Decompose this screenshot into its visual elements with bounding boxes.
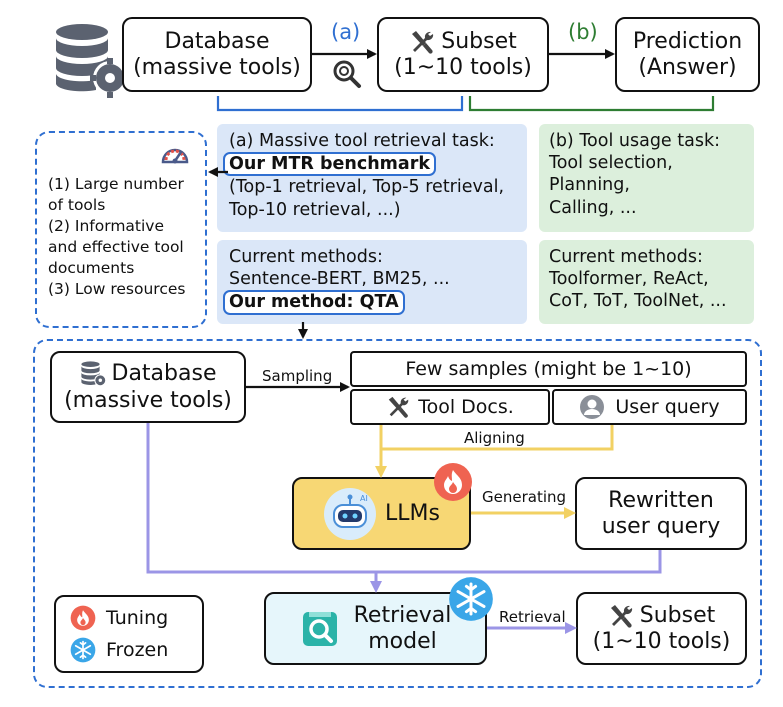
panel-b-methods: Current methods: Toolformer, ReAct, CoT,… (539, 240, 754, 324)
bottom-subset-subtitle: (1~10 tools) (592, 628, 731, 654)
magnifier-icon (332, 59, 362, 89)
top-database-title: Database (164, 28, 270, 54)
legend-tuning-label: Tuning (106, 606, 169, 629)
challenges-box (35, 131, 207, 328)
challenge-line: (1) Large number (48, 175, 184, 193)
top-subset-box: Subset (1~10 tools) (377, 17, 549, 92)
retrieval-model-label: Retrieval model (353, 602, 452, 654)
snowflake-icon (448, 576, 494, 622)
panel-a-methods-line: Sentence-BERT, BM25, ... (229, 269, 450, 290)
tools-icon (388, 396, 409, 418)
panel-b-title: (b) Tool usage task: (549, 131, 720, 151)
legend-frozen-label: Frozen (106, 638, 169, 661)
panel-b-methods-line: Toolformer, ReAct, (549, 269, 709, 290)
legend-frozen: Frozen (70, 637, 168, 663)
panel-b-methods-line: CoT, ToT, ToolNet, ... (549, 291, 727, 312)
tools-icon (412, 30, 434, 54)
tool-docs-box: Tool Docs. (350, 389, 550, 425)
panel-b-line: Planning, (549, 175, 630, 196)
llms-label: LLMs (385, 500, 440, 526)
fire-icon (433, 462, 473, 502)
panel-a-methods: Current methods: Sentence-BERT, BM25, ..… (217, 240, 527, 324)
challenges-list: (1) Large number of tools (2) Informativ… (48, 174, 206, 300)
qta-pipeline-frame (33, 339, 762, 688)
fire-icon (70, 605, 96, 631)
challenge-line: of tools (48, 196, 106, 215)
user-query-box: User query (552, 389, 747, 425)
tag-b: (b) (568, 20, 598, 44)
robot-icon: AI (324, 487, 377, 540)
bracket-a (216, 96, 464, 112)
bottom-database-box: Database (massive tools) (50, 351, 246, 423)
top-subset-title: Subset (409, 29, 517, 55)
bottom-subset-title: Subset (608, 603, 715, 629)
prediction-subtitle: (Answer) (638, 54, 737, 80)
panel-b-line: Tool selection, (549, 153, 673, 174)
bottom-database-title: Database (80, 360, 216, 388)
speedometer-icon (160, 140, 190, 166)
panel-a-line: Top-10 retrieval, ...) (229, 199, 401, 220)
panel-b-line: Calling, ... (549, 197, 637, 218)
challenge-line: (2) Informative (48, 217, 165, 236)
legend-tuning: Tuning (70, 605, 168, 631)
snowflake-icon (70, 637, 96, 663)
panel-a-line: (Top-1 retrieval, Top-5 retrieval, (229, 177, 505, 198)
legend-box: Tuning Frozen (54, 595, 204, 673)
challenge-line: (3) Low resources (48, 280, 186, 299)
panel-b-task: (b) Tool usage task: Tool selection, Pla… (539, 124, 754, 232)
tag-a: (a) (331, 20, 361, 44)
robot-badge: AI (360, 494, 368, 503)
top-subset-subtitle: (1~10 tools) (394, 54, 532, 80)
panel-a-task: (a) Massive tool retrieval task: Our MTR… (217, 124, 527, 232)
prediction-title: Prediction (632, 28, 743, 54)
user-query-label: User query (615, 395, 720, 418)
rewritten-line2: user query (601, 513, 721, 539)
top-database-subtitle: (massive tools) (133, 54, 301, 80)
retrieval-label: Retrieval (499, 608, 566, 626)
tool-docs-label: Tool Docs. (418, 395, 514, 418)
retrieval-magnifier-icon (302, 611, 337, 646)
challenge-line: and effective tool (48, 238, 184, 257)
rewritten-query-box: Rewritten user query (575, 477, 747, 550)
bracket-b (468, 96, 715, 112)
aligning-label: Aligning (464, 429, 525, 447)
tools-icon (610, 604, 632, 628)
user-icon (580, 395, 605, 419)
database-gear-icon (52, 20, 132, 100)
rewritten-line1: Rewritten (608, 487, 714, 513)
few-samples-box: Few samples (might be 1~10) (350, 351, 747, 387)
sampling-label: Sampling (262, 367, 333, 385)
prediction-box: Prediction (Answer) (615, 17, 760, 92)
generating-label: Generating (482, 488, 567, 506)
top-database-box: Database (massive tools) (122, 17, 312, 92)
challenge-line: documents (48, 259, 135, 278)
panel-b-methods-title: Current methods: (549, 247, 703, 267)
bottom-database-subtitle: (massive tools) (64, 388, 232, 414)
few-samples-label: Few samples (might be 1~10) (405, 357, 692, 380)
qta-method-highlight: Our method: QTA (223, 290, 405, 315)
mtr-benchmark-highlight: Our MTR benchmark (223, 152, 436, 177)
database-gear-icon (80, 361, 106, 387)
bottom-subset-box: Subset (1~10 tools) (576, 592, 747, 665)
panel-a-methods-title: Current methods: (229, 247, 383, 267)
panel-a-title: (a) Massive tool retrieval task: (229, 131, 495, 151)
